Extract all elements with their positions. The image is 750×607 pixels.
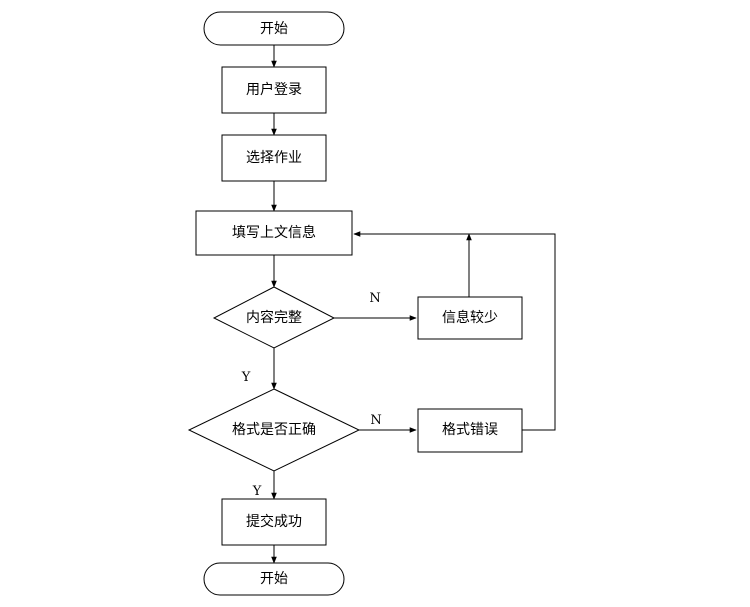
node-select: 选择作业 [221, 134, 327, 182]
edge-label-complete-no: N [369, 291, 380, 306]
flowchart-edges [271, 45, 556, 564]
edge-label-complete-yes: Y [241, 370, 251, 385]
edge-label-format-yes: Y [252, 484, 262, 499]
node-select-label: 选择作业 [246, 150, 302, 166]
edge-label-format-no: N [370, 413, 381, 428]
node-submit: 提交成功 [221, 498, 327, 546]
edge-formaterror-fill [353, 231, 556, 431]
node-format-check-label: 格式是否正确 [232, 422, 316, 438]
node-format-error-label: 格式错误 [442, 422, 498, 438]
node-format-error: 格式错误 [417, 408, 523, 453]
node-submit-label: 提交成功 [246, 513, 302, 530]
node-fill: 填写上文信息 [195, 210, 353, 256]
node-start-label: 开始 [260, 21, 288, 37]
node-info-less: 信息较少 [417, 296, 523, 340]
node-info-less-label: 信息较少 [442, 309, 498, 326]
node-login-label: 用户登录 [246, 81, 302, 98]
node-complete-check: 内容完整 [212, 286, 336, 349]
node-fill-label: 填写上文信息 [232, 224, 316, 241]
node-start: 开始 [203, 11, 345, 46]
node-end: 开始 [203, 562, 345, 596]
node-complete-check-label: 内容完整 [246, 309, 302, 326]
node-format-check: 格式是否正确 [187, 388, 361, 472]
node-end-label: 开始 [260, 571, 288, 587]
node-login: 用户登录 [221, 66, 327, 114]
